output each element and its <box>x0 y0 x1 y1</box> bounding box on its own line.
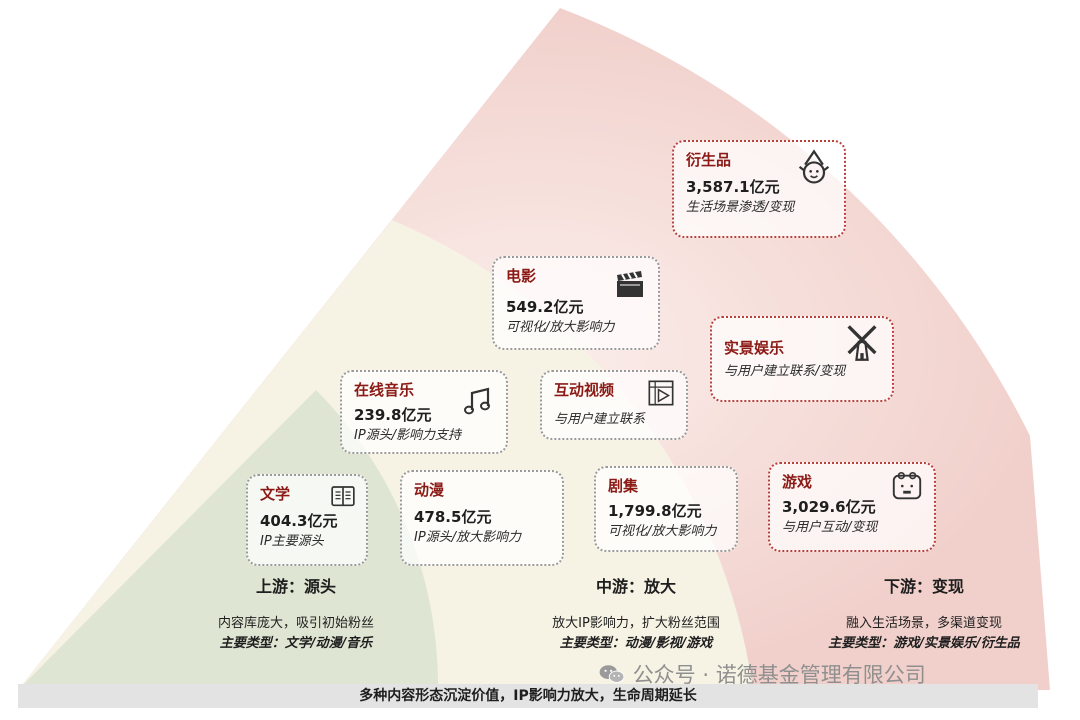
card-label: 电影 <box>506 267 537 285</box>
summary-bar: 多种内容形态沉淀价值，IP影响力放大，生命周期延长 <box>18 684 1038 708</box>
card-label: 游戏 <box>782 473 813 491</box>
stage-types: 主要类型：文学/动漫/音乐 <box>219 636 373 651</box>
elf-character-icon <box>798 149 830 184</box>
stage-description: 融入生活场景，多渠道变现 <box>845 616 1002 631</box>
card-live-entertainment: 实景娱乐 与用户建立联系/变现 <box>710 316 894 402</box>
card-value: 549.2亿元 <box>506 298 584 316</box>
card-interactive-video: 互动视频 与用户建立联系 <box>540 370 688 440</box>
card-caption: 生活场景渗透/变现 <box>686 200 795 215</box>
card-value: 3,587.1亿元 <box>686 178 780 196</box>
card-value: 404.3亿元 <box>260 512 338 530</box>
card-label: 文学 <box>260 485 291 503</box>
windmill-icon <box>847 325 877 361</box>
clapperboard-icon <box>617 271 643 297</box>
stage-downstream: 下游：变现 融入生活场景，多渠道变现 主要类型：游戏/实景娱乐/衍生品 <box>774 576 1074 654</box>
stage-upstream: 上游：源头 内容库庞大，吸引初始粉丝 主要类型：文学/动漫/音乐 <box>146 576 446 654</box>
card-animation: 动漫 478.5亿元 IP源头/放大影响力 <box>400 470 564 566</box>
card-caption: 与用户建立联系 <box>554 412 646 427</box>
card-games: 游戏 3,029.6亿元 与用户互动/变现 <box>768 462 936 552</box>
card-caption: IP源头/影响力支持 <box>354 428 462 443</box>
book-icon <box>331 486 355 507</box>
stage-description: 放大IP影响力，扩大粉丝范围 <box>552 616 720 631</box>
card-caption: 与用户建立联系/变现 <box>724 364 846 379</box>
stage-midstream: 中游：放大 放大IP影响力，扩大粉丝范围 主要类型：动漫/影视/游戏 <box>486 576 786 654</box>
card-label: 实景娱乐 <box>724 339 785 357</box>
stage-description: 内容库庞大，吸引初始粉丝 <box>217 616 374 631</box>
video-play-icon <box>648 380 674 406</box>
music-note-icon <box>464 387 490 415</box>
watermark-text: 公众号 · 诺德基金管理有限公司 <box>632 663 926 687</box>
card-value: 1,799.8亿元 <box>608 502 702 520</box>
stage-types: 主要类型：游戏/实景娱乐/衍生品 <box>828 636 1020 651</box>
card-literature: 文学 404.3亿元 IP主要源头 <box>246 474 368 566</box>
card-merchandise: 衍生品 3,587.1亿元 生活场景渗透/变现 <box>672 140 846 238</box>
card-drama-series: 剧集 1,799.8亿元 可视化/放大影响力 <box>594 466 738 552</box>
stage-heading: 上游：源头 <box>255 577 336 596</box>
upstream-sector <box>18 390 439 690</box>
card-caption: IP主要源头 <box>260 534 324 549</box>
game-console-icon <box>892 471 922 500</box>
card-label: 衍生品 <box>686 151 732 169</box>
card-label: 在线音乐 <box>354 381 415 399</box>
card-label: 动漫 <box>414 481 445 499</box>
card-value: 239.8亿元 <box>354 406 432 424</box>
wechat-icon <box>599 665 625 683</box>
card-value: 3,029.6亿元 <box>782 498 876 516</box>
stage-heading: 下游：变现 <box>883 577 964 596</box>
card-value: 478.5亿元 <box>414 508 492 526</box>
stage-heading: 中游：放大 <box>595 577 676 596</box>
card-online-music: 在线音乐 239.8亿元 IP源头/影响力支持 <box>340 370 508 454</box>
stage-types: 主要类型：动漫/影视/游戏 <box>559 636 713 651</box>
card-caption: 可视化/放大影响力 <box>608 524 717 539</box>
card-caption: 可视化/放大影响力 <box>506 320 615 335</box>
card-label: 互动视频 <box>554 381 615 399</box>
card-caption: 与用户互动/变现 <box>782 520 878 535</box>
card-caption: IP源头/放大影响力 <box>414 530 522 545</box>
card-label: 剧集 <box>608 477 639 495</box>
card-film: 电影 549.2亿元 可视化/放大影响力 <box>492 256 660 350</box>
watermark: 公众号 · 诺德基金管理有限公司 <box>598 660 926 690</box>
